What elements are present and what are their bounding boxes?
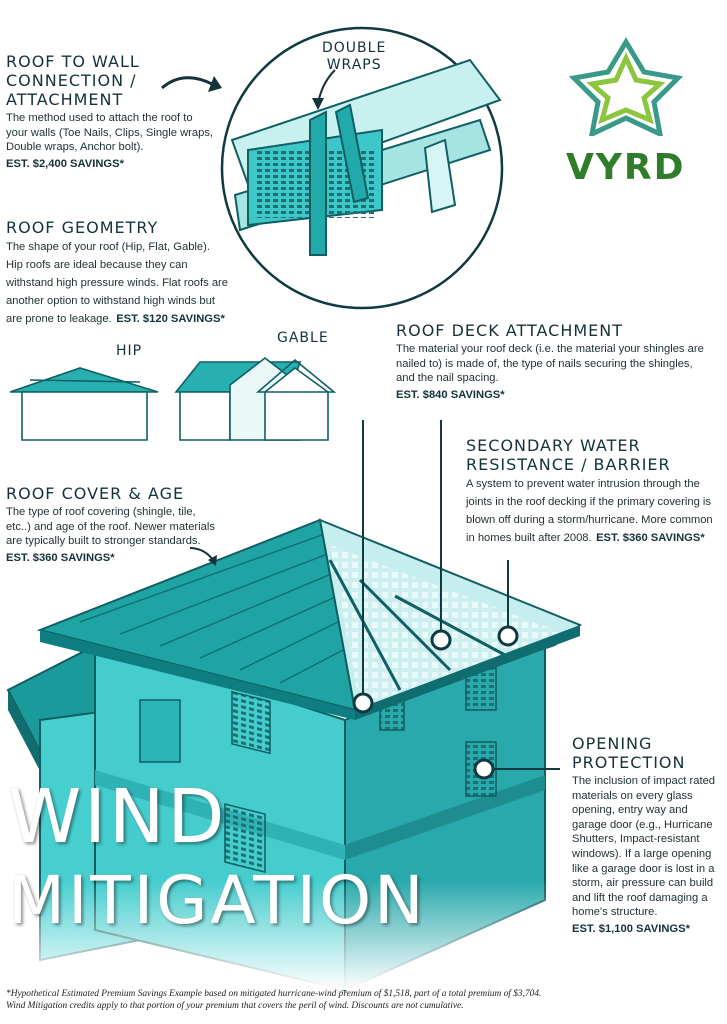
section-roof-cover: ROOF COVER & AGE The type of roof coveri… — [6, 484, 216, 565]
footnote-line: *Hypothetical Estimated Premium Savings … — [6, 989, 542, 999]
section-title: ROOF DECK ATTACHMENT — [396, 321, 624, 340]
section-body: The shape of your roof (Hip, Flat, Gable… — [6, 241, 228, 325]
logo-mark-icon — [568, 37, 684, 139]
section-savings: EST. $1,100 SAVINGS* — [572, 922, 690, 935]
section-body: The method used to attach the roof to yo… — [6, 112, 214, 154]
title-mitigation: MITIGATION — [8, 862, 427, 939]
section-roof-deck: ROOF DECK ATTACHMENT The material your r… — [396, 321, 706, 402]
section-body: A system to prevent water intrusion thro… — [466, 478, 713, 544]
logo-wordmark: VYRD — [566, 147, 686, 188]
section-title: ROOF COVER & AGE — [6, 484, 185, 503]
double-wraps-label: DOUBLE WRAPS — [322, 40, 386, 74]
section-savings: EST. $120 SAVINGS* — [116, 313, 225, 325]
section-title: ATTACHMENT — [6, 90, 124, 109]
footnote-line: Wind Mitigation credits apply to that po… — [6, 1001, 464, 1011]
title-wind: WIND — [8, 774, 228, 860]
section-body: The material your roof deck (i.e. the ma… — [396, 343, 704, 385]
section-savings: EST. $2,400 SAVINGS* — [6, 157, 124, 170]
section-title: SECONDARY WATER — [466, 436, 641, 455]
section-opening-protection: OPENING PROTECTION The inclusion of impa… — [572, 734, 724, 937]
section-roof-geometry: ROOF GEOMETRY The shape of your roof (Hi… — [6, 218, 228, 327]
section-title: CONNECTION / — [6, 71, 137, 90]
section-title: RESISTANCE / BARRIER — [466, 455, 671, 474]
label-line: WRAPS — [326, 57, 382, 73]
vyrd-logo[interactable]: VYRD — [566, 36, 686, 188]
hip-label: HIP — [116, 343, 143, 359]
section-title: ROOF GEOMETRY — [6, 218, 159, 237]
section-title: PROTECTION — [572, 753, 686, 772]
section-roof-to-wall: ROOF TO WALL CONNECTION / ATTACHMENT The… — [6, 52, 216, 171]
section-savings: EST. $360 SAVINGS* — [596, 532, 705, 544]
section-savings: EST. $360 SAVINGS* — [6, 551, 115, 564]
section-savings: EST. $840 SAVINGS* — [396, 388, 505, 401]
section-title: OPENING — [572, 734, 653, 753]
label-line: DOUBLE — [322, 40, 387, 56]
gable-label: GABLE — [277, 330, 329, 346]
section-title: ROOF TO WALL — [6, 52, 140, 71]
section-body: The type of roof covering (shingle, tile… — [6, 506, 215, 548]
footnote: *Hypothetical Estimated Premium Savings … — [6, 988, 721, 1012]
section-body: The inclusion of impact rated materials … — [572, 775, 716, 919]
section-secondary-water: SECONDARY WATER RESISTANCE / BARRIER A s… — [466, 436, 720, 546]
